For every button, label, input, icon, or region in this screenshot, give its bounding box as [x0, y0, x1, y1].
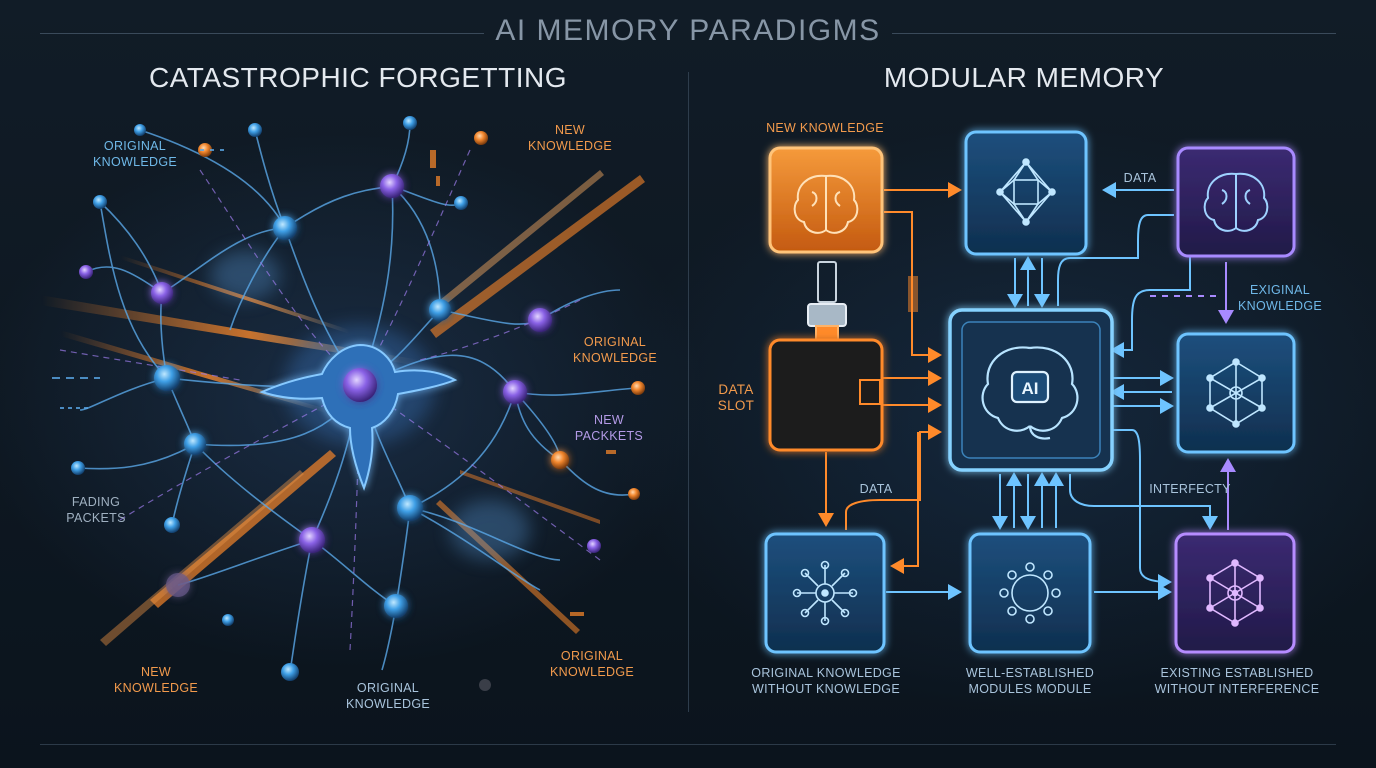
network-icon: [1206, 559, 1264, 627]
top-module: [964, 130, 1088, 256]
brain-icon: [1203, 172, 1269, 232]
plug-connector: [807, 261, 847, 347]
label-original-knowledge-top: ORIGINAL KNOWLEDGE: [93, 139, 177, 169]
label-original-knowledge-right: ORIGINAL KNOWLEDGE: [573, 335, 657, 365]
right-panel-title: MODULAR MEMORY: [883, 62, 1165, 93]
panel-divider: [688, 72, 689, 712]
network-icon: [999, 562, 1061, 624]
ai-brain-chip-icon: [981, 346, 1079, 440]
data-slot-module: [768, 338, 884, 452]
title-rule-right: [892, 33, 1336, 34]
brain-icon: [793, 174, 859, 234]
neural-network: [40, 116, 645, 691]
label-data-top: DATA: [1123, 171, 1157, 185]
label-original-knowledge-bottom: ORIGINAL KNOWLEDGE: [346, 681, 430, 711]
label-new-packets: NEW PACKKETS: [574, 413, 644, 443]
label-new-knowledge-top: NEW KNOWLEDGE: [528, 123, 612, 153]
label-data-slot: DATA SLOT: [717, 382, 755, 413]
label-data-mid: DATA: [859, 482, 893, 496]
ai-chip-label: AI: [1022, 379, 1039, 398]
modular-connections: [818, 182, 1236, 600]
slot-socket: [859, 379, 881, 405]
page-title: AI MEMORY PARADIGMS: [495, 14, 881, 47]
label-bottom-right: EXISTING ESTABLISHED WITHOUT INTERFERENC…: [1154, 666, 1320, 696]
network-cube-icon: [996, 158, 1056, 226]
bottom-middle-module: [968, 532, 1092, 654]
label-original-knowledge-bottom-right: ORIGINAL KNOWLEDGE: [550, 649, 634, 679]
label-fading-packets: FADING PACKETS: [66, 495, 126, 525]
left-panel-title: CATASTROPHIC FORGETTING: [148, 62, 568, 93]
label-new-knowledge: NEW KNOWLEDGE: [766, 121, 884, 135]
network-icon: [1206, 358, 1266, 428]
central-neuron: [259, 343, 458, 491]
title-rule-left: [40, 33, 484, 34]
label-new-knowledge-bottom: NEW KNOWLEDGE: [114, 665, 198, 695]
label-interfecty: INTERFECTY: [1149, 482, 1231, 496]
network-icon: [792, 560, 858, 626]
label-bottom-middle: WELL-ESTABLISHED MODULES MODULE: [965, 666, 1095, 696]
label-exiginal-knowledge: EXIGINAL KNOWLEDGE: [1238, 283, 1322, 313]
bottom-rule: [40, 744, 1336, 745]
label-bottom-left: ORIGINAL KNOWLEDGE WITHOUT KNOWLEDGE: [751, 666, 901, 696]
